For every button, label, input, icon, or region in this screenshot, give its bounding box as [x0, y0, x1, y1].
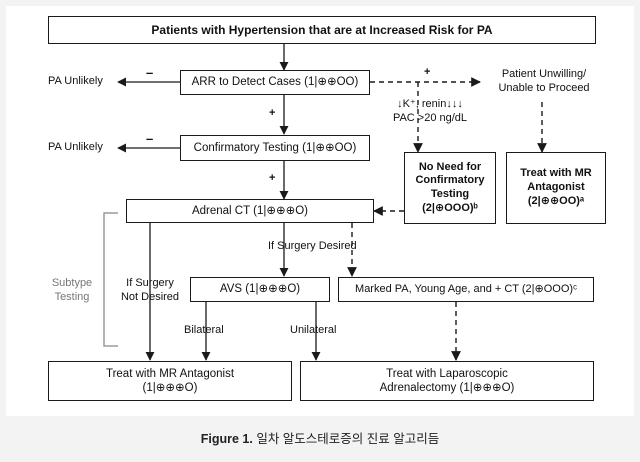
box-treat-mr-antagonist-bottom: Treat with MR Antagonist (1|⊕⊕⊕O)	[48, 361, 292, 401]
label-not-desired-line1: If Surgery	[126, 277, 174, 289]
box-patients-hypertension: Patients with Hypertension that are at I…	[48, 16, 596, 44]
box-treat-laparoscopic: Treat with Laparoscopic Adrenalectomy (1…	[300, 361, 594, 401]
label-unwilling-line1: Patient Unwilling/	[501, 68, 587, 80]
sign-minus-confirm: –	[146, 131, 154, 146]
box-confirmatory-testing-text: Confirmatory Testing (1|⊕⊕OO)	[193, 141, 357, 154]
label-if-surgery-desired: If Surgery Desired	[268, 240, 357, 252]
box-treat-mr-bottom-line1: Treat with MR Antagonist	[105, 367, 235, 380]
label-pac-line: PAC >20 ng/dL	[392, 111, 468, 124]
box-adrenal-ct: Adrenal CT (1|⊕⊕⊕O)	[126, 199, 374, 223]
box-patients-hypertension-text: Patients with Hypertension that are at I…	[151, 22, 493, 37]
box-no-need-grade: (2|⊕OOO)ᵇ	[422, 201, 478, 214]
label-not-desired-line2: Not Desired	[120, 290, 180, 303]
box-avs-text: AVS (1|⊕⊕⊕O)	[219, 283, 301, 296]
caption-label: Figure 1.	[200, 432, 253, 446]
label-unilateral: Unilateral	[290, 324, 337, 336]
label-subtype-testing: Subtype Testing	[44, 277, 100, 305]
subtype-bracket	[103, 212, 118, 347]
box-avs: AVS (1|⊕⊕⊕O)	[190, 277, 330, 302]
label-subtype-line2: Testing	[54, 290, 90, 303]
label-pa-unlikely-1: PA Unlikely	[48, 75, 103, 87]
box-no-need-line3: Testing	[430, 188, 470, 200]
box-treat-mr-bottom-line2: (1|⊕⊕⊕O)	[142, 382, 198, 394]
sign-plus-arr: +	[269, 107, 276, 119]
box-no-need-line2: Confirmatory	[415, 174, 485, 187]
box-treat-mr-antagonist-right: Treat with MR Antagonist (2|⊕⊕OO)ᵃ	[506, 152, 606, 224]
box-confirmatory-testing: Confirmatory Testing (1|⊕⊕OO)	[180, 135, 370, 161]
label-subtype-line1: Subtype	[51, 277, 93, 289]
box-arr: ARR to Detect Cases (1|⊕⊕OO)	[180, 70, 370, 95]
figure-panel: Patients with Hypertension that are at I…	[6, 6, 634, 416]
label-k-renin: ↓K⁺, renin↓↓↓ PAC >20 ng/dL	[384, 98, 476, 126]
figure-caption: Figure 1. 일차 알도스테로증의 진료 알고리듬	[0, 428, 640, 447]
label-pa-unlikely-2: PA Unlikely	[48, 141, 103, 153]
box-no-need-line1: No Need for	[418, 160, 482, 173]
box-treat-mr-right-line1: Treat with MR	[520, 167, 592, 180]
box-marked-pa: Marked PA, Young Age, and + CT (2|⊕OOO)ᶜ	[338, 277, 594, 302]
label-bilateral: Bilateral	[184, 324, 224, 336]
box-adrenal-ct-text: Adrenal CT (1|⊕⊕⊕O)	[191, 204, 309, 217]
label-patient-unwilling: Patient Unwilling/ Unable to Proceed	[482, 68, 606, 96]
box-treat-mr-right-line2: Antagonist	[527, 181, 585, 194]
box-treat-lap-line1: Treat with Laparoscopic	[386, 367, 508, 380]
box-arr-text: ARR to Detect Cases (1|⊕⊕OO)	[191, 76, 359, 89]
sign-plus-confirm: +	[269, 172, 276, 184]
label-unwilling-line2: Unable to Proceed	[498, 81, 590, 94]
box-marked-pa-text: Marked PA, Young Age, and + CT (2|⊕OOO)ᶜ	[355, 282, 577, 295]
box-treat-lap-line2: Adrenalectomy (1|⊕⊕⊕O)	[379, 382, 515, 394]
box-treat-mr-right-grade: (2|⊕⊕OO)ᵃ	[527, 194, 585, 207]
sign-plus-dashed: +	[424, 66, 431, 78]
sign-minus-arr: –	[146, 65, 154, 80]
flow-connectors	[103, 44, 547, 361]
label-if-surgery-not-desired: If Surgery Not Desired	[110, 277, 190, 305]
label-k-renin-line: ↓K⁺, renin↓↓↓	[397, 98, 463, 110]
box-no-need-confirmatory: No Need for Confirmatory Testing (2|⊕OOO…	[404, 152, 496, 224]
caption-text: 일차 알도스테로증의 진료 알고리듬	[252, 432, 440, 446]
